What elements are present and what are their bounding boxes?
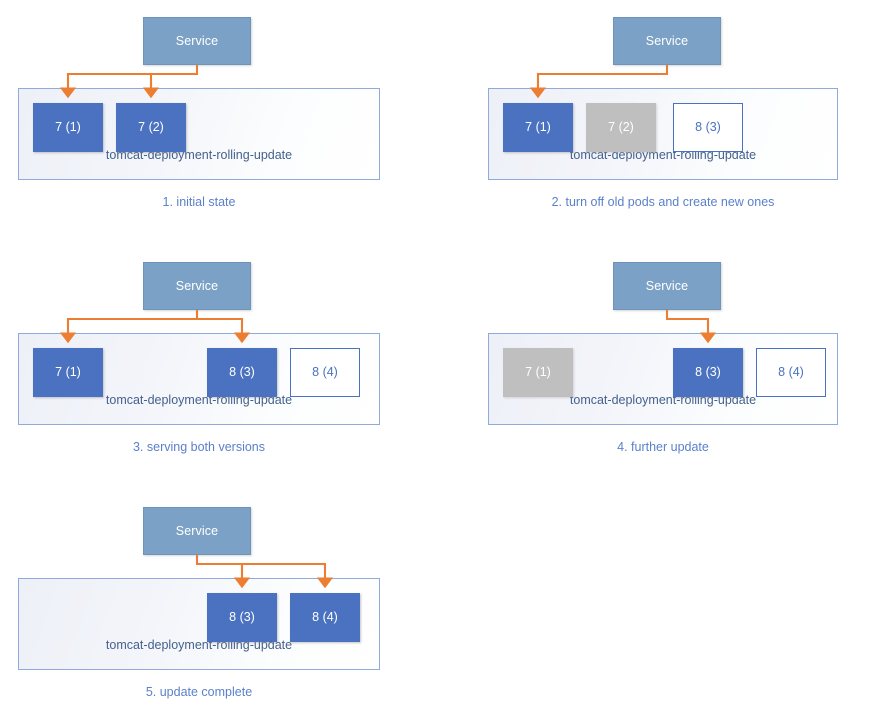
service-label: Service <box>175 523 219 538</box>
pod-label: 7 (1) <box>55 120 81 135</box>
pod-box: 8 (3) <box>673 103 743 152</box>
pod-box: 8 (4) <box>290 593 360 642</box>
service-label: Service <box>175 278 219 293</box>
pod-box: 8 (3) <box>673 348 743 397</box>
pod-label: 8 (3) <box>229 610 255 625</box>
pod-label: 7 (1) <box>525 365 551 380</box>
pod-box: 7 (1) <box>33 348 103 397</box>
pod-label: 7 (1) <box>55 365 81 380</box>
panel-caption: 3. serving both versions <box>132 440 265 454</box>
pod-box: 7 (2) <box>586 103 656 152</box>
pod-label: 7 (1) <box>525 120 551 135</box>
panel-caption: 1. initial state <box>162 195 236 209</box>
panel-caption: 5. update complete <box>145 685 253 699</box>
service-label: Service <box>175 33 219 48</box>
pod-label: 7 (2) <box>138 120 164 135</box>
pod-label: 8 (3) <box>229 365 255 380</box>
pod-box: 7 (2) <box>116 103 186 152</box>
pod-box: 7 (1) <box>503 348 573 397</box>
service-label: Service <box>645 278 689 293</box>
pod-box: 8 (4) <box>290 348 360 397</box>
service-box: Service <box>613 262 721 310</box>
pod-label: 8 (4) <box>312 365 338 380</box>
service-box: Service <box>143 17 251 65</box>
pod-label: 8 (3) <box>695 365 721 380</box>
pod-box: 8 (4) <box>756 348 826 397</box>
panel-caption: 4. further update <box>617 440 709 454</box>
pod-label: 8 (4) <box>778 365 804 380</box>
panel-caption: 2. turn off old pods and create new ones <box>551 195 775 209</box>
pod-box: 8 (3) <box>207 593 277 642</box>
pod-box: 7 (1) <box>503 103 573 152</box>
pod-label: 7 (2) <box>608 120 634 135</box>
service-box: Service <box>143 262 251 310</box>
pod-label: 8 (4) <box>312 610 338 625</box>
service-box: Service <box>613 17 721 65</box>
service-label: Service <box>645 33 689 48</box>
pod-label: 8 (3) <box>695 120 721 135</box>
service-box: Service <box>143 507 251 555</box>
pod-box: 8 (3) <box>207 348 277 397</box>
pod-box: 7 (1) <box>33 103 103 152</box>
